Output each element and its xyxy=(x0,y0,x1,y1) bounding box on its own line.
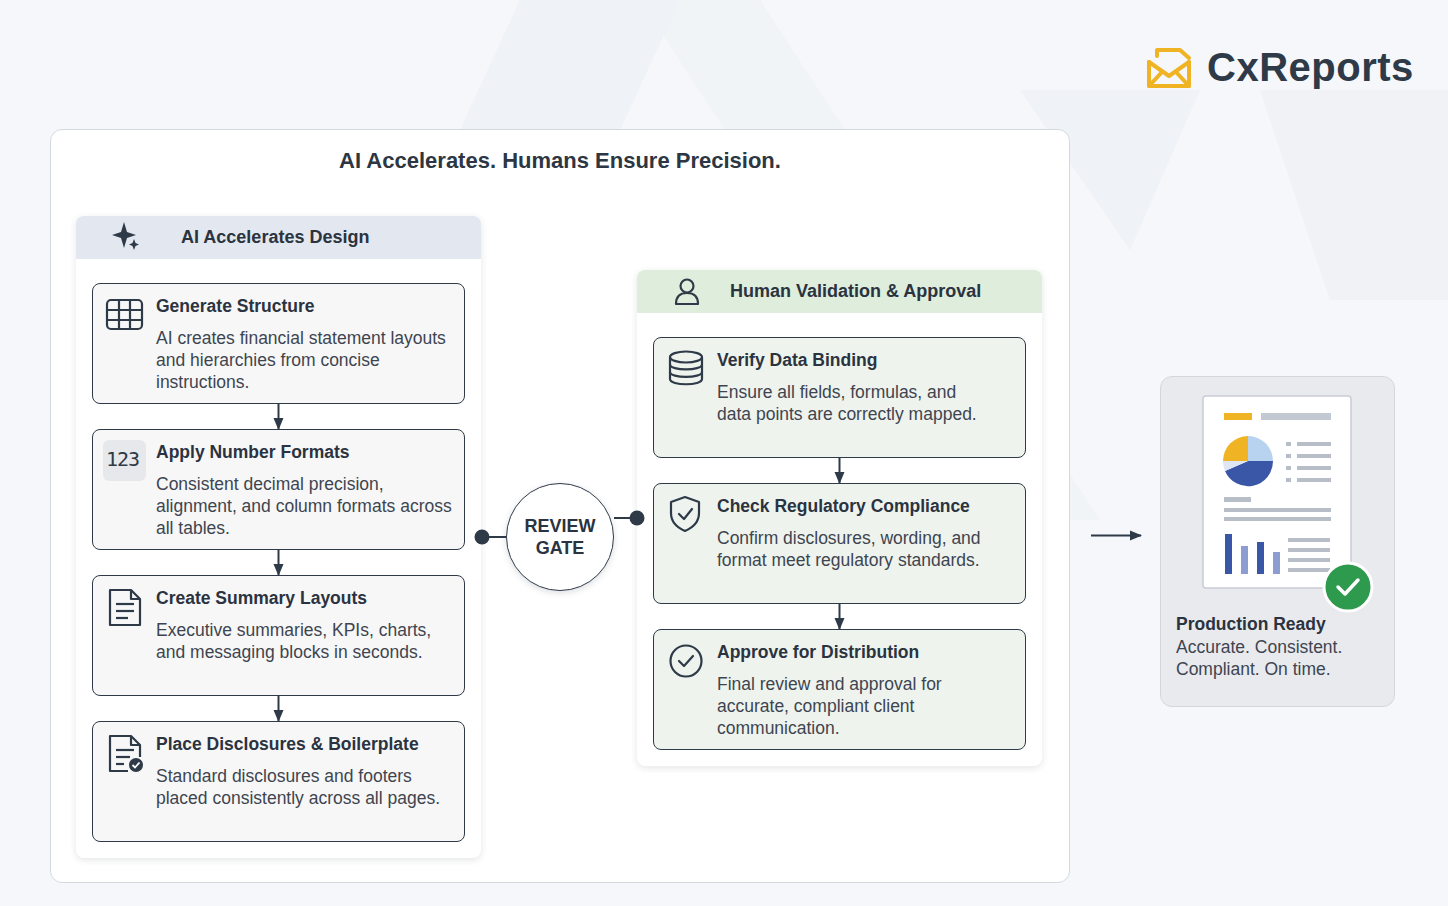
result-card: Production ReadyAccurate. Consistent. Co… xyxy=(1160,376,1395,707)
review-circle: REVIEW GATE xyxy=(506,483,614,591)
body-text: Consistent decimal precision, alignment,… xyxy=(156,473,456,539)
group-panel: Human Validation & ApprovalVerify Data B… xyxy=(637,270,1042,766)
body-text: Accurate. Consistent. Compliant. On time… xyxy=(1176,636,1381,680)
process-box: Apply Number FormatsConsistent decimal p… xyxy=(92,429,465,550)
body-text: Final review and approval for accurate, … xyxy=(717,673,985,739)
process-box: Approve for DistributionFinal review and… xyxy=(653,629,1026,750)
icon-glyph: 123 xyxy=(106,447,139,471)
heading-text: AI Accelerates. Humans Ensure Precision. xyxy=(51,148,1069,174)
heading-text: Human Validation & Approval xyxy=(637,270,1042,313)
process-box: Verify Data BindingEnsure all fields, fo… xyxy=(653,337,1026,458)
heading-text: Production Ready xyxy=(1176,614,1326,635)
body-text: Ensure all fields, formulas, and data po… xyxy=(717,381,985,425)
brand-name: CxReports xyxy=(1207,45,1414,90)
heading-text: AI Accelerates Design xyxy=(76,216,481,259)
heading-text: Create Summary Layouts xyxy=(156,588,367,609)
group-panel: AI Accelerates DesignGenerate StructureA… xyxy=(76,216,481,858)
heading-text: REVIEW GATE xyxy=(517,515,603,559)
heading-text: Apply Number Formats xyxy=(156,442,350,463)
connector xyxy=(1091,535,1141,536)
diagram-frame: AI Accelerates. Humans Ensure Precision.… xyxy=(50,129,1070,883)
heading-text: Check Regulatory Compliance xyxy=(717,496,970,517)
heading-text: Verify Data Binding xyxy=(717,350,877,371)
process-box: Place Disclosures & BoilerplateStandard … xyxy=(92,721,465,842)
process-box: Check Regulatory ComplianceConfirm discl… xyxy=(653,483,1026,604)
heading-text: Place Disclosures & Boilerplate xyxy=(156,734,419,755)
body-text: Executive summaries, KPIs, charts, and m… xyxy=(156,619,456,663)
logo-icon xyxy=(1149,50,1189,86)
connector-line xyxy=(1091,535,1141,537)
body-text: Standard disclosures and footers placed … xyxy=(156,765,456,809)
body-text: AI creates financial statement layouts a… xyxy=(156,327,456,393)
body-text: Confirm disclosures, wording, and format… xyxy=(717,527,985,571)
process-box: Create Summary LayoutsExecutive summarie… xyxy=(92,575,465,696)
heading-text: Approve for Distribution xyxy=(717,642,919,663)
process-box: Generate Structure AI creates financial s… xyxy=(92,283,465,404)
background-shape xyxy=(1260,90,1448,300)
heading-text: Generate Structure xyxy=(156,296,315,317)
